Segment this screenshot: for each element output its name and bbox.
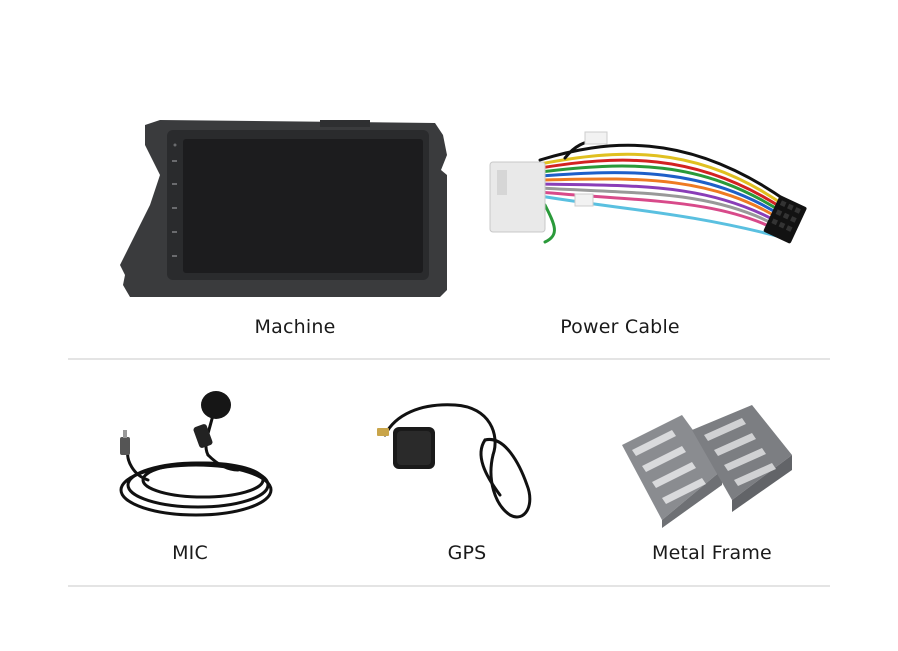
row-divider-top bbox=[68, 358, 830, 360]
metal-frame-label: Metal Frame bbox=[652, 542, 772, 564]
gps-image bbox=[375, 395, 545, 530]
mic-label: MIC bbox=[172, 542, 208, 564]
metal-frame-icon bbox=[622, 405, 792, 528]
gps-label: GPS bbox=[447, 542, 487, 564]
power-cable-image bbox=[485, 130, 820, 250]
metal-frame-image bbox=[612, 400, 802, 530]
head-unit-icon bbox=[120, 120, 447, 297]
gps-antenna-icon bbox=[377, 403, 532, 519]
microphone-icon bbox=[119, 391, 273, 517]
power-cable-label: Power Cable bbox=[560, 316, 680, 338]
machine-label: Machine bbox=[254, 316, 336, 338]
row-divider-bottom bbox=[68, 585, 830, 587]
power-cable-icon bbox=[489, 131, 807, 244]
mic-image bbox=[108, 385, 283, 520]
machine-image bbox=[115, 115, 455, 305]
